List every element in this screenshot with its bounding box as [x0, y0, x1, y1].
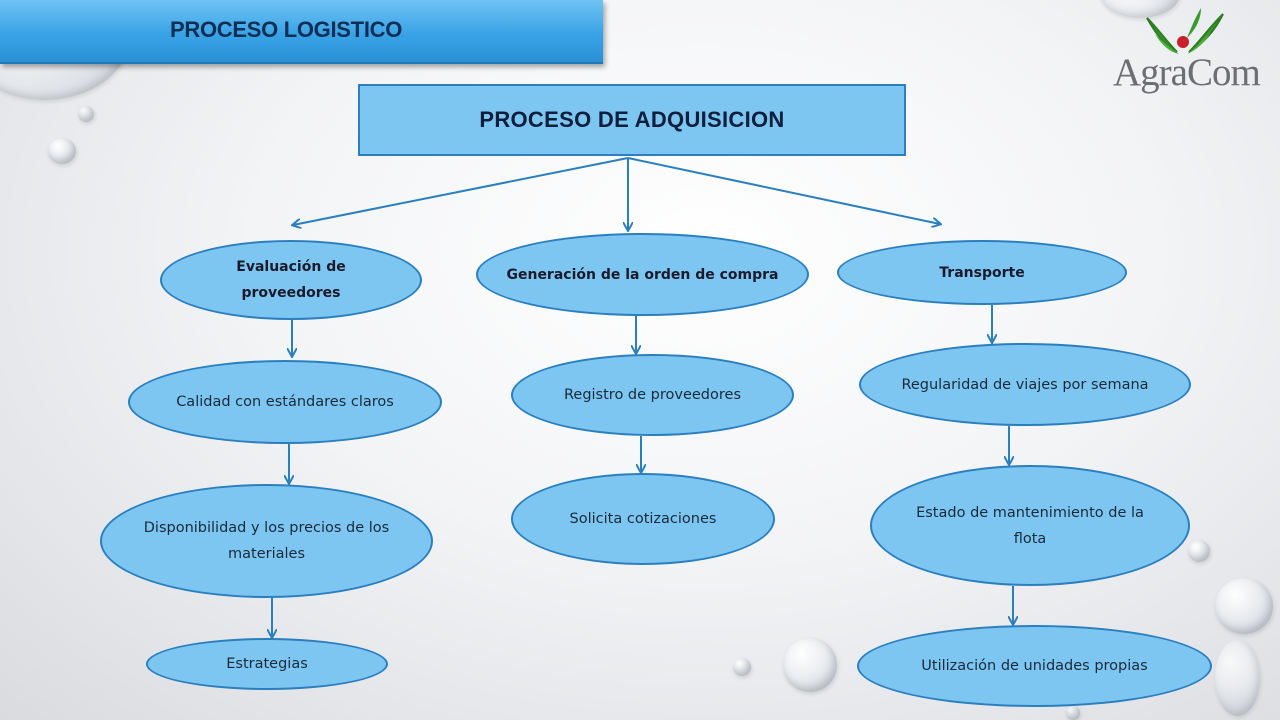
page-title: PROCESO LOGISTICO: [170, 17, 403, 42]
branch-node-evaluacion: Evaluación de proveedores: [160, 240, 422, 320]
decorative-bubble: [1188, 540, 1210, 562]
decorative-bubble: [1215, 578, 1273, 634]
child-node-registro: Registro de proveedores: [511, 354, 794, 436]
decorative-bubble: [733, 658, 751, 676]
child-node-label: Estado de mantenimiento de la flota: [916, 504, 1144, 547]
arrow-root-to-branch-1: [293, 157, 629, 225]
branch-node-orden-compra: Generación de la orden de compra: [476, 233, 809, 316]
child-node-label: Registro de proveedores: [563, 387, 741, 403]
branch-node-label: Transporte: [939, 264, 1025, 281]
branch-node-label: Generación de la orden de compra: [506, 266, 779, 283]
branch-node-transporte: Transporte: [837, 240, 1127, 305]
child-node-cotizaciones: Solicita cotizaciones: [511, 473, 775, 565]
child-node-unidades-propias: Utilización de unidades propias: [857, 625, 1212, 707]
agracom-logo-icon: [1146, 8, 1224, 54]
child-node-label: Solicita cotizaciones: [569, 511, 717, 527]
branch-node-label: Evaluación de proveedores: [236, 259, 346, 301]
root-node: PROCESO DE ADQUISICION: [358, 84, 906, 156]
title-banner: PROCESO LOGISTICO: [0, 0, 603, 64]
decorative-bubble: [783, 638, 837, 692]
child-node-calidad: Calidad con estándares claros: [128, 360, 442, 444]
child-node-mantenimiento: Estado de mantenimiento de la flota: [870, 465, 1190, 586]
child-node-label: Disponibilidad y los precios de los mate…: [143, 520, 390, 562]
child-node-label: Regularidad de viajes por semana: [901, 376, 1149, 393]
decorative-bubble: [1100, 0, 1180, 18]
child-node-label: Calidad con estándares claros: [176, 394, 394, 410]
decorative-bubble: [78, 106, 94, 122]
child-node-label: Estrategias: [226, 656, 308, 672]
child-node-regularidad: Regularidad de viajes por semana: [859, 343, 1191, 426]
decorative-bubble: [48, 138, 76, 164]
child-node-estrategias: Estrategias: [146, 638, 388, 690]
decorative-bubble: [1066, 706, 1080, 720]
decorative-bubble: [1215, 640, 1260, 716]
arrow-root-to-branch-3: [627, 157, 940, 224]
child-node-label: Utilización de unidades propias: [921, 658, 1148, 674]
root-node-label: PROCESO DE ADQUISICION: [479, 107, 785, 132]
child-node-disponibilidad: Disponibilidad y los precios de los mate…: [100, 484, 433, 598]
logo-text: AgraCom: [1113, 51, 1261, 94]
